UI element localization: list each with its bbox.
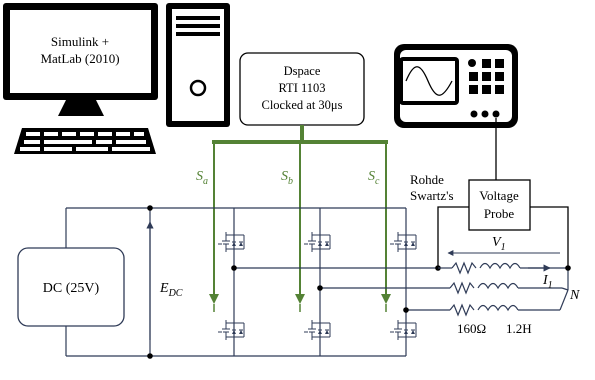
- probe-lead-right: [530, 206, 569, 268]
- dspace-label-line2: RTI 1103: [278, 81, 325, 95]
- dc-source-label: DC (25V): [43, 281, 100, 296]
- probe-label-line1: Voltage: [479, 188, 519, 203]
- neutral-label: N: [569, 288, 580, 303]
- computer-monitor: Simulink + MatLab (2010): [3, 3, 158, 116]
- switch-upper-b: [303, 231, 331, 253]
- dspace-label-line1: Dspace: [284, 64, 321, 78]
- pc-tower: [166, 3, 230, 127]
- voltage-probe-box: Voltage Probe: [468, 179, 531, 231]
- switch-lower-a: [217, 319, 245, 341]
- dspace-label-line3: Clocked at 30μs: [262, 98, 343, 112]
- probe-label-line2: Probe: [484, 206, 515, 221]
- gate-signal-label-c: Sc: [368, 169, 380, 187]
- gate-signal-label-b: Sb: [281, 169, 293, 187]
- probe-lead-left: [437, 206, 469, 268]
- load-inductance-label: 1.2H: [506, 321, 532, 336]
- v1-label: V1: [492, 235, 506, 253]
- oscilloscope-icon: [394, 44, 518, 128]
- dc-source-box: DC (25V): [17, 247, 125, 327]
- switch-lower-c: [389, 319, 417, 341]
- monitor-label-line2: MatLab (2010): [40, 51, 119, 66]
- gate-signal-label-a: Sa: [196, 169, 208, 187]
- switch-upper-a: [217, 231, 245, 253]
- monitor-label-line1: Simulink +: [51, 34, 109, 49]
- i1-label: I1: [542, 273, 553, 291]
- switch-lower-b: [303, 319, 331, 341]
- probe-owner-line1: Rohde: [410, 172, 444, 187]
- gate-signal-bus: [209, 125, 391, 312]
- keyboard-icon: [14, 128, 156, 154]
- switch-upper-c: [389, 231, 417, 253]
- dspace-box: Dspace RTI 1103 Clocked at 30μs: [239, 52, 365, 126]
- load-resistance-label: 160Ω: [457, 321, 486, 336]
- probe-owner-line2: Swartz's: [410, 188, 454, 203]
- edc-label: EDC: [159, 281, 183, 299]
